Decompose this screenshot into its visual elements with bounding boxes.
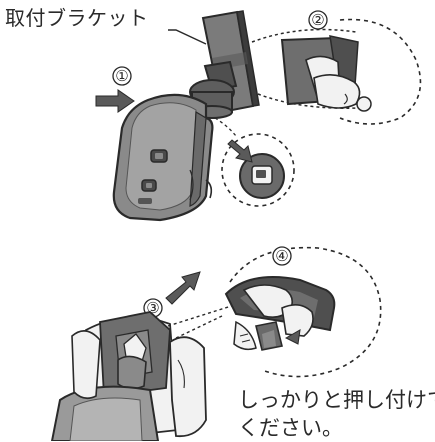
instruction-text-line1: しっかりと押し付けて — [238, 388, 435, 412]
zoom-circle-socket — [214, 117, 295, 207]
step-2-number: ② — [311, 11, 324, 29]
right-arrow-icon — [95, 89, 135, 113]
top-scene: ① ② — [95, 10, 422, 222]
device-with-hands — [50, 311, 207, 441]
diagonal-arrow-icon — [227, 139, 253, 163]
up-right-arrow-icon — [165, 271, 201, 305]
step-2-marker: ② — [308, 10, 328, 30]
step-4-number: ④ — [275, 247, 288, 265]
zoom-circle-peel-tape — [251, 18, 422, 125]
zoom-circle-press — [224, 246, 382, 378]
step-1-marker: ① — [112, 66, 132, 86]
step-4-marker: ④ — [272, 246, 292, 266]
dashcam-device — [112, 93, 214, 222]
bracket-leader-line — [168, 29, 207, 45]
bracket-label: 取付ブラケット — [5, 6, 149, 30]
instruction-text-line2: ください。 — [238, 416, 343, 440]
bottom-scene: ③ — [50, 246, 382, 441]
step-1-number: ① — [115, 67, 128, 85]
